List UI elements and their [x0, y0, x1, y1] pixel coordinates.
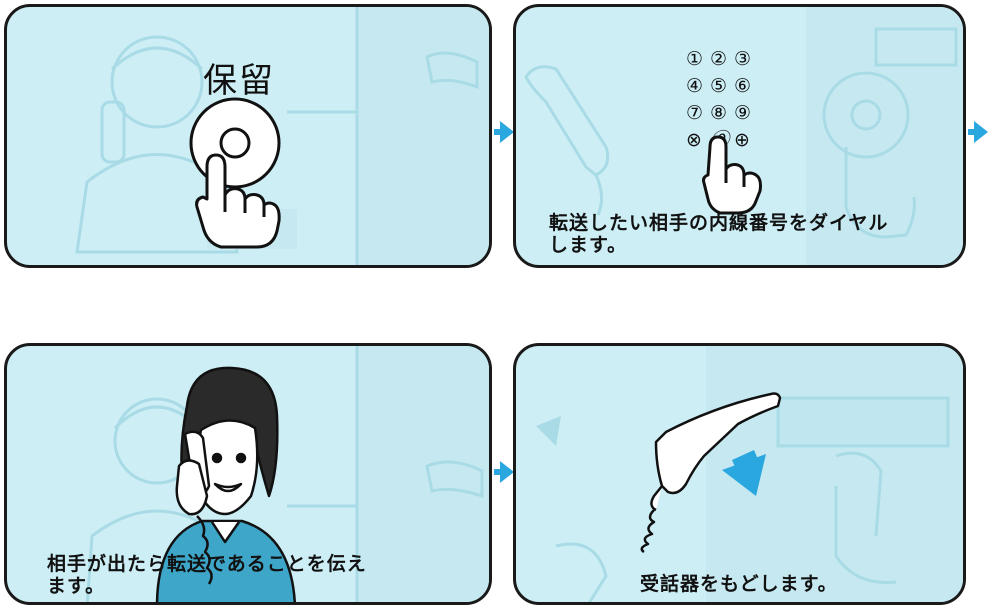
down-arrow-icon: [722, 450, 766, 496]
pressing-hand-icon: [702, 135, 762, 215]
step-announce-caption: 相手が出たら転送であることを伝え ます。: [47, 553, 367, 597]
ghost-line-button: [776, 396, 950, 584]
ghost-handset: [524, 65, 610, 216]
arrow-right-icon: [494, 461, 514, 483]
ghost-phone-panel: [357, 7, 489, 265]
woman-on-phone-icon: [155, 366, 296, 602]
keypad-key: ⑤: [710, 75, 727, 97]
step-announce-illustration: [85, 346, 489, 602]
step-hangup-illustration: [536, 346, 963, 602]
keypad-key: ④: [686, 75, 703, 97]
keypad-key: ⑨: [734, 102, 751, 124]
keypad-key: ⊗: [686, 129, 702, 151]
step-hold-illustration: [75, 7, 489, 265]
ghost-hold-button: [822, 27, 958, 239]
pressing-hand-icon: [195, 153, 281, 249]
step-hold-panel: 保留: [4, 4, 492, 268]
keypad-key: ⑦: [686, 102, 703, 124]
arrow-right-icon: [968, 121, 988, 143]
arrow-right-icon: [494, 121, 514, 143]
step-dial-caption: 転送したい相手の内線番号をダイヤル します。: [549, 212, 889, 256]
keypad-key: ⑧: [710, 102, 727, 124]
step-hangup-panel: 受話器をもどします。: [513, 343, 966, 605]
hold-button-icon: [189, 97, 281, 189]
step-announce-panel: 相手が出たら転送であることを伝え ます。: [4, 343, 492, 605]
keypad-key: ②: [710, 48, 727, 70]
keypad-key: ③: [734, 48, 751, 70]
step-hangup-caption: 受話器をもどします。: [640, 573, 838, 595]
handset-icon: [640, 392, 782, 554]
keypad-key: ⊕: [734, 129, 750, 151]
keypad-key: ①: [686, 48, 703, 70]
keypad-key: ⑥: [734, 75, 751, 97]
hold-label: 保留: [203, 61, 275, 101]
